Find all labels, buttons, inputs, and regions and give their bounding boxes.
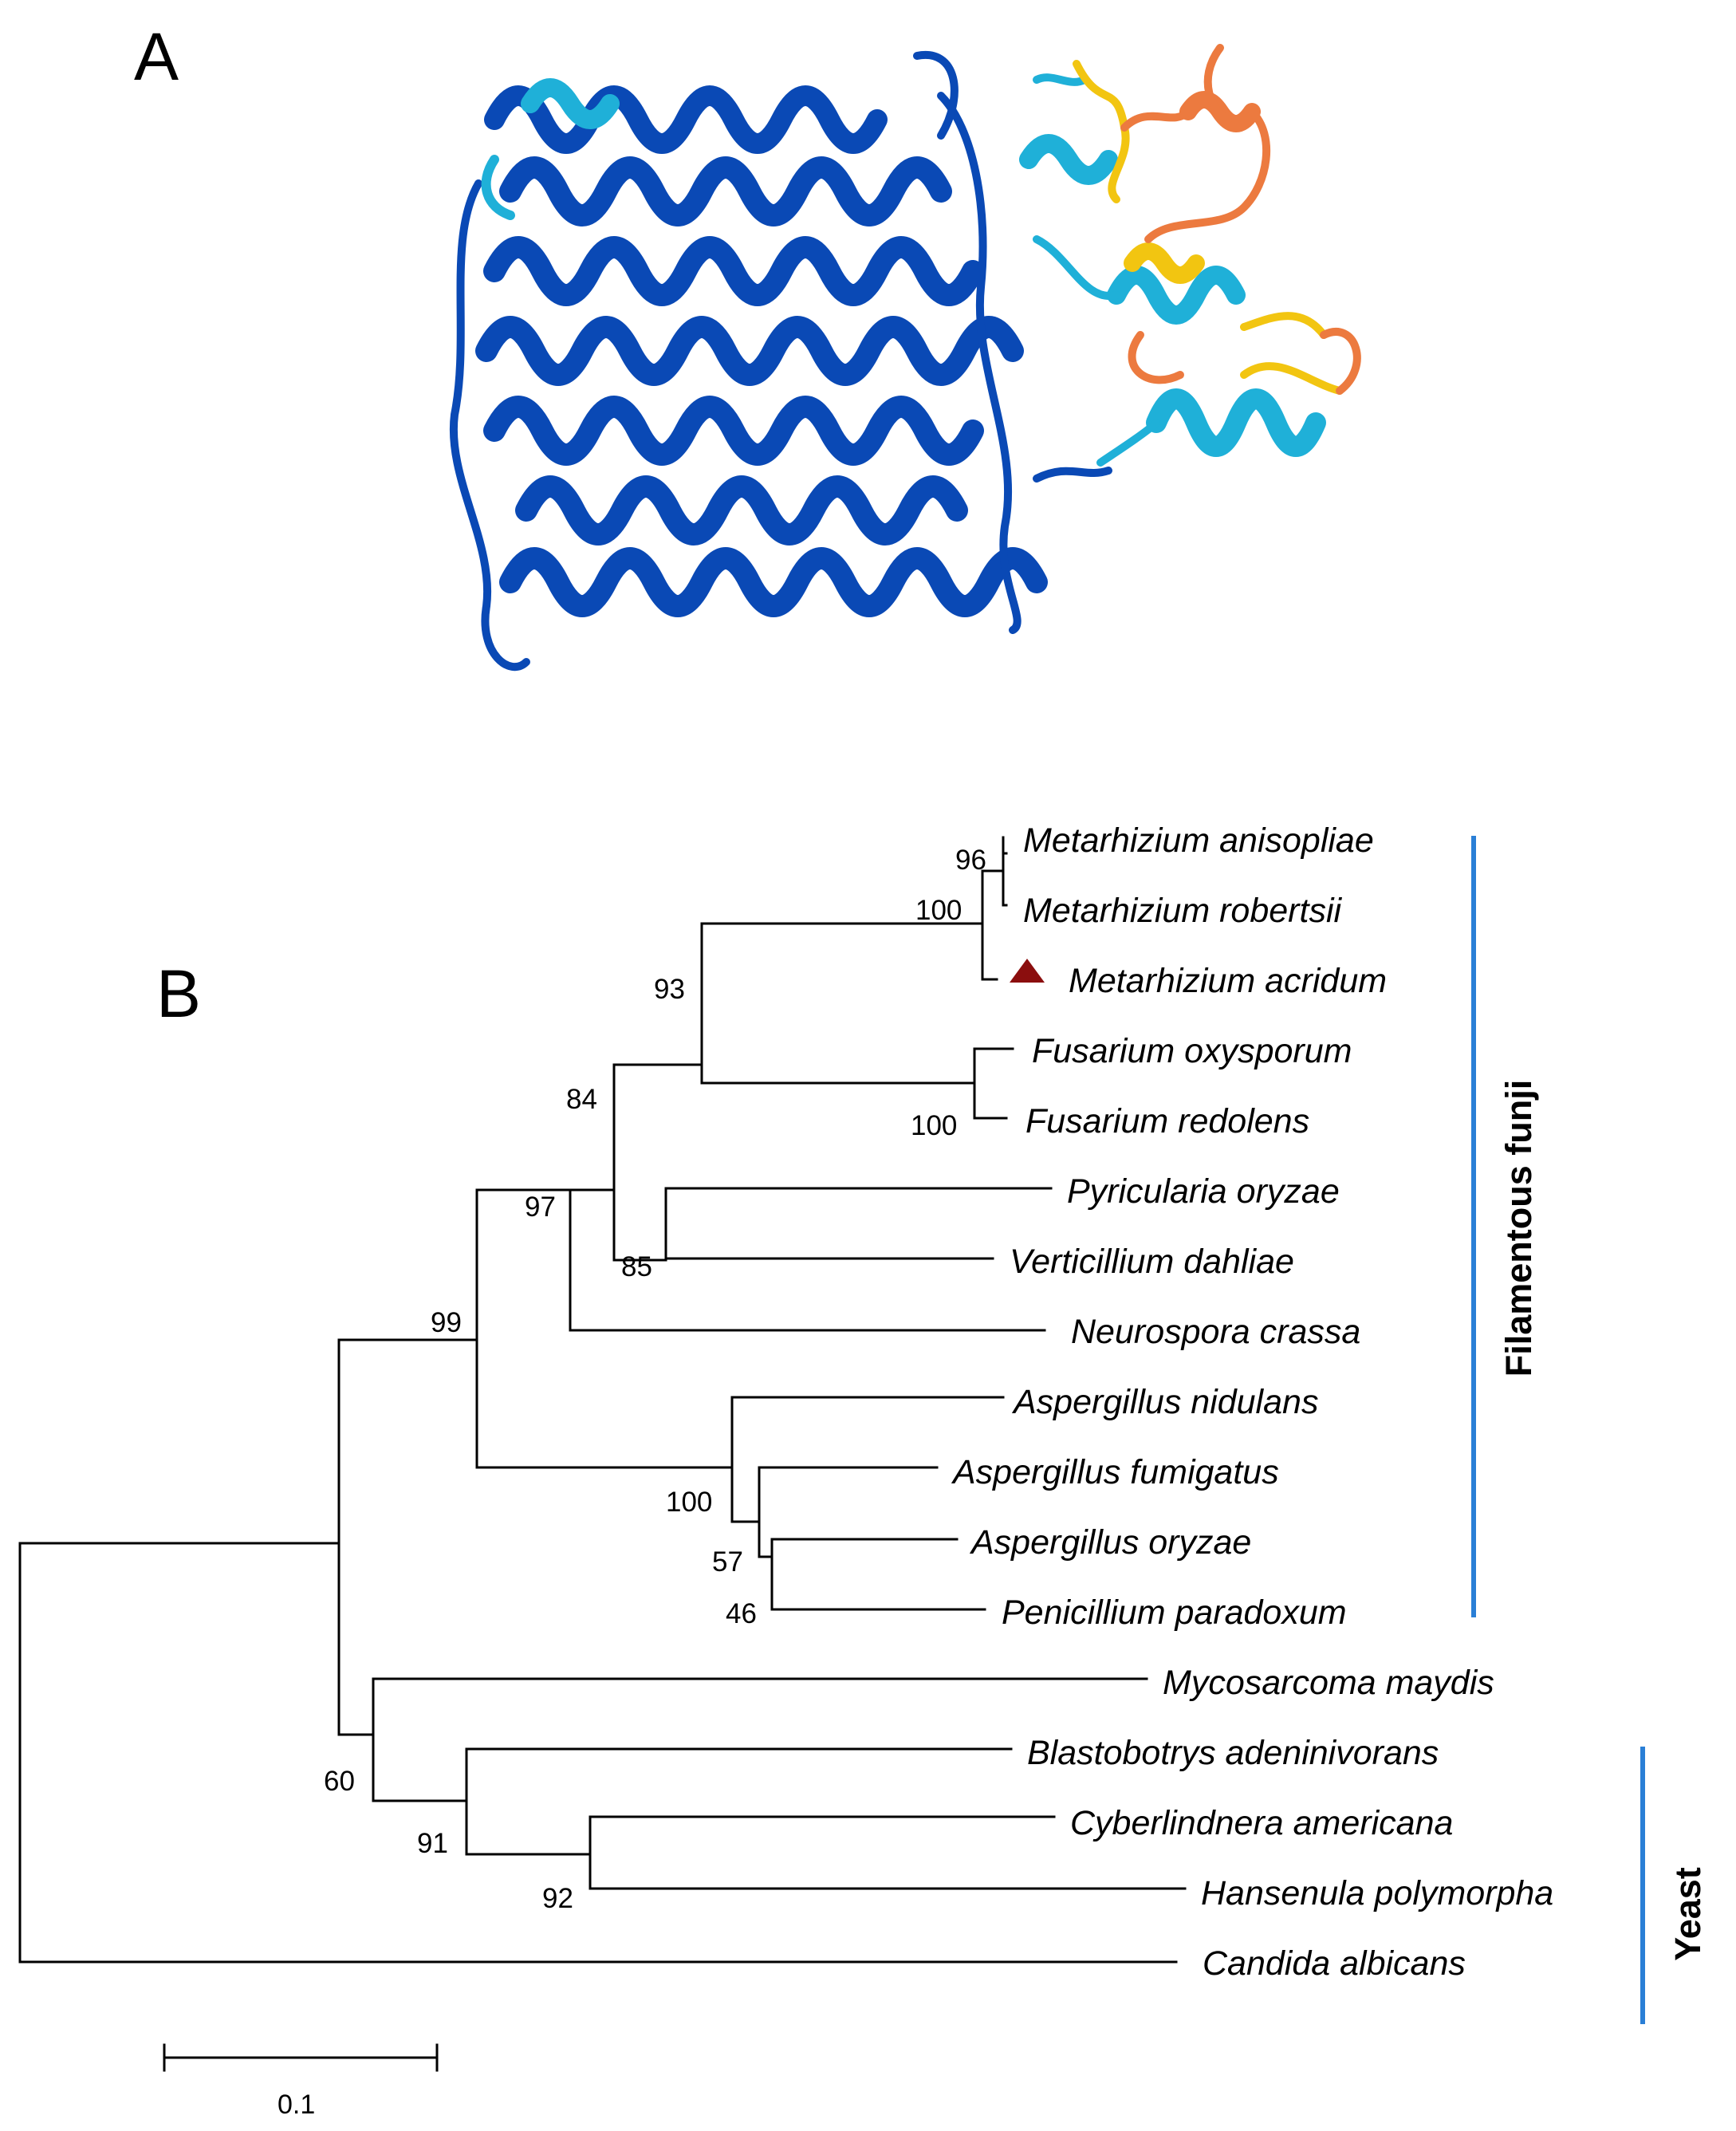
taxon-label: Fusarium redolens bbox=[1025, 1102, 1309, 1140]
panel-a-label: A bbox=[134, 19, 179, 94]
taxon-label: Mycosarcoma maydis bbox=[1163, 1664, 1494, 1702]
tree-branches bbox=[18, 836, 1187, 1964]
bootstrap-value: 96 bbox=[955, 845, 986, 876]
bootstrap-value: 100 bbox=[915, 895, 962, 926]
bootstrap-value: 91 bbox=[417, 1828, 448, 1859]
bootstrap-value: 84 bbox=[566, 1084, 597, 1115]
bootstrap-value: 57 bbox=[712, 1546, 743, 1578]
bootstrap-value: 100 bbox=[911, 1110, 957, 1141]
bootstrap-value: 99 bbox=[431, 1307, 462, 1338]
taxon-label: Metarhizium acridum bbox=[1069, 962, 1387, 1000]
taxon-label: Verticillium dahliae bbox=[1010, 1243, 1294, 1281]
bootstrap-value: 92 bbox=[542, 1883, 573, 1914]
taxon-label: Metarhizium robertsii bbox=[1023, 892, 1342, 930]
taxon-label: Neurospora crassa bbox=[1071, 1313, 1360, 1351]
bootstrap-value: 46 bbox=[726, 1598, 757, 1629]
bootstrap-value: 85 bbox=[621, 1251, 652, 1282]
bootstrap-values: 96 100 93 100 84 97 85 99 100 57 46 60 9… bbox=[324, 845, 986, 1914]
group-label-yeast: Yeast bbox=[1667, 1867, 1708, 1961]
taxon-label: Blastobotrys adeninivorans bbox=[1027, 1734, 1439, 1772]
bootstrap-value: 100 bbox=[666, 1487, 712, 1518]
taxon-label: Pyricularia oryzae bbox=[1067, 1172, 1340, 1211]
taxon-label: Aspergillus nidulans bbox=[1011, 1383, 1318, 1421]
taxon-labels: Metarhizium anisopliae Metarhizium rober… bbox=[951, 821, 1553, 1983]
taxon-label: Hansenula polymorpha bbox=[1201, 1874, 1553, 1912]
scale-bar: 0.1 bbox=[163, 2043, 439, 2120]
taxon-label: Fusarium oxysporum bbox=[1032, 1032, 1352, 1070]
taxon-label: Aspergillus oryzae bbox=[969, 1523, 1251, 1562]
taxon-label: Metarhizium anisopliae bbox=[1023, 821, 1374, 860]
bootstrap-value: 97 bbox=[525, 1192, 556, 1223]
taxon-label: Penicillium paradoxum bbox=[1002, 1593, 1347, 1632]
bootstrap-value: 93 bbox=[654, 974, 685, 1005]
protein-ribbon-icon bbox=[449, 44, 1361, 671]
bootstrap-value: 60 bbox=[324, 1766, 355, 1797]
highlight-triangle-icon bbox=[1010, 959, 1045, 983]
group-label-filamentous: Filamentous funji bbox=[1498, 1080, 1539, 1377]
panel-b-label: B bbox=[156, 956, 201, 1031]
taxon-label: Cyberlindnera americana bbox=[1070, 1804, 1453, 1842]
taxon-label: Candida albicans bbox=[1203, 1944, 1466, 1983]
scale-bar-label: 0.1 bbox=[278, 2090, 315, 2120]
taxon-label: Aspergillus fumigatus bbox=[951, 1453, 1279, 1491]
